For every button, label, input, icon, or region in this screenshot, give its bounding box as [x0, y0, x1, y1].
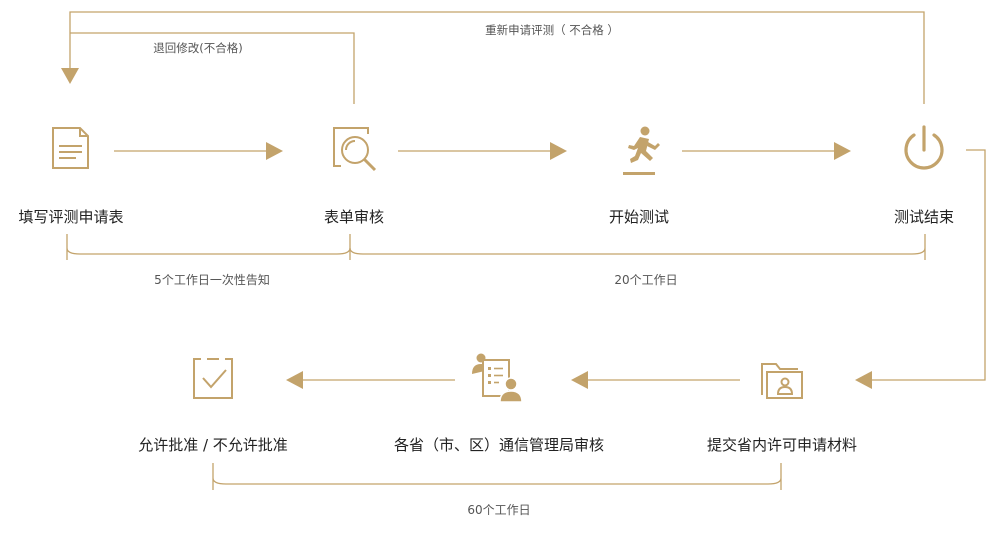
power-icon: [904, 125, 944, 170]
step-fill-application: 填写评测申请表: [18, 208, 124, 226]
flow-arrow-5: [286, 371, 455, 389]
step-submit-materials: 提交省内许可申请材料: [706, 436, 858, 454]
step-start-test: 开始测试: [608, 208, 670, 226]
step-test-end: 测试结束: [893, 208, 955, 226]
running-person-icon: [623, 126, 660, 175]
duration-approval: 60个工作日: [467, 503, 531, 517]
flow-arrow-1: [114, 142, 283, 160]
flow-arrow-4: [571, 371, 740, 389]
official-review-icon: [472, 353, 523, 403]
flow-arrow-2: [398, 142, 567, 160]
bracket-testing: [349, 234, 926, 260]
document-icon: [52, 127, 89, 169]
flow-arrow-3: [682, 142, 851, 160]
folder-user-icon: [761, 363, 803, 399]
bracket-review-notice: [66, 234, 351, 260]
bracket-approval: [212, 463, 782, 490]
step-authority-review: 各省（市、区）通信管理局审核: [393, 436, 605, 454]
connector-down-arrow: [855, 149, 986, 389]
reapply-label: 重新申请评测（ 不合格 ）: [485, 23, 619, 37]
reapply-loop-line: [69, 11, 925, 104]
step-form-review: 表单审核: [323, 208, 385, 226]
duration-testing: 20个工作日: [614, 273, 678, 287]
step-approval-decision: 允许批准 / 不允许批准: [138, 436, 288, 454]
loop-arrowhead: [61, 68, 79, 84]
magnifier-review-icon: [333, 127, 377, 172]
checklist-icon: [193, 358, 233, 399]
return-modify-label: 退回修改(不合格): [153, 41, 243, 55]
return-modify-loop-line: [70, 32, 355, 104]
duration-review-notice: 5个工作日一次性告知: [154, 273, 270, 287]
